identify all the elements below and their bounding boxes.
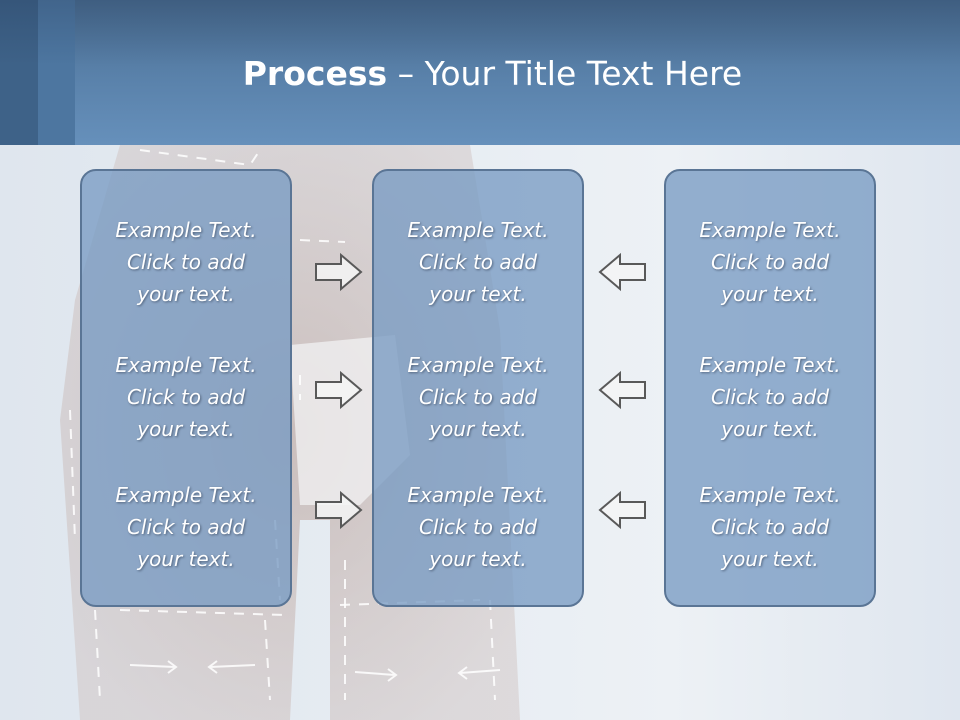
text-group[interactable]: Example Text. Click to add your text. bbox=[374, 214, 582, 310]
page-title[interactable]: Process – Your Title Text Here bbox=[0, 54, 960, 93]
text-line: Example Text. bbox=[699, 353, 841, 377]
text-line: your text. bbox=[429, 547, 527, 571]
right-arrow-icon[interactable] bbox=[314, 370, 364, 410]
text-line: Click to add bbox=[126, 515, 246, 539]
title-banner: Process – Your Title Text Here bbox=[0, 0, 960, 145]
text-line: your text. bbox=[429, 417, 527, 441]
text-group[interactable]: Example Text. Click to add your text. bbox=[82, 349, 290, 445]
text-line: Click to add bbox=[126, 250, 246, 274]
text-line: Click to add bbox=[418, 385, 538, 409]
text-line: Click to add bbox=[710, 250, 830, 274]
text-line: Click to add bbox=[418, 250, 538, 274]
banner-shade bbox=[0, 0, 960, 145]
text-line: Click to add bbox=[710, 515, 830, 539]
text-line: Example Text. bbox=[407, 483, 549, 507]
text-line: Example Text. bbox=[699, 218, 841, 242]
text-line: your text. bbox=[721, 547, 819, 571]
process-box-left[interactable]: Example Text. Click to add your text. Ex… bbox=[80, 169, 292, 607]
text-line: Example Text. bbox=[115, 353, 257, 377]
left-arrow-icon[interactable] bbox=[597, 252, 647, 292]
process-box-right[interactable]: Example Text. Click to add your text. Ex… bbox=[664, 169, 876, 607]
text-line: your text. bbox=[721, 417, 819, 441]
text-line: Example Text. bbox=[407, 353, 549, 377]
text-group[interactable]: Example Text. Click to add your text. bbox=[82, 479, 290, 575]
text-line: your text. bbox=[137, 282, 235, 306]
text-line: Example Text. bbox=[115, 483, 257, 507]
banner-accent-stripe-light bbox=[38, 0, 75, 145]
text-line: Example Text. bbox=[699, 483, 841, 507]
text-group[interactable]: Example Text. Click to add your text. bbox=[666, 479, 874, 575]
text-group[interactable]: Example Text. Click to add your text. bbox=[374, 479, 582, 575]
text-group[interactable]: Example Text. Click to add your text. bbox=[82, 214, 290, 310]
text-line: Example Text. bbox=[115, 218, 257, 242]
left-arrow-icon[interactable] bbox=[597, 490, 647, 530]
title-bold: Process bbox=[242, 54, 388, 93]
text-line: your text. bbox=[137, 547, 235, 571]
text-line: your text. bbox=[137, 417, 235, 441]
process-box-center[interactable]: Example Text. Click to add your text. Ex… bbox=[372, 169, 584, 607]
text-group[interactable]: Example Text. Click to add your text. bbox=[666, 214, 874, 310]
text-line: your text. bbox=[721, 282, 819, 306]
text-line: Click to add bbox=[710, 385, 830, 409]
text-group[interactable]: Example Text. Click to add your text. bbox=[666, 349, 874, 445]
right-arrow-icon[interactable] bbox=[314, 252, 364, 292]
text-line: Example Text. bbox=[407, 218, 549, 242]
left-arrow-icon[interactable] bbox=[597, 370, 647, 410]
text-group[interactable]: Example Text. Click to add your text. bbox=[374, 349, 582, 445]
right-arrow-icon[interactable] bbox=[314, 490, 364, 530]
banner-accent-stripe bbox=[0, 0, 38, 145]
title-rest: – Your Title Text Here bbox=[387, 54, 743, 93]
text-line: Click to add bbox=[126, 385, 246, 409]
text-line: your text. bbox=[429, 282, 527, 306]
text-line: Click to add bbox=[418, 515, 538, 539]
